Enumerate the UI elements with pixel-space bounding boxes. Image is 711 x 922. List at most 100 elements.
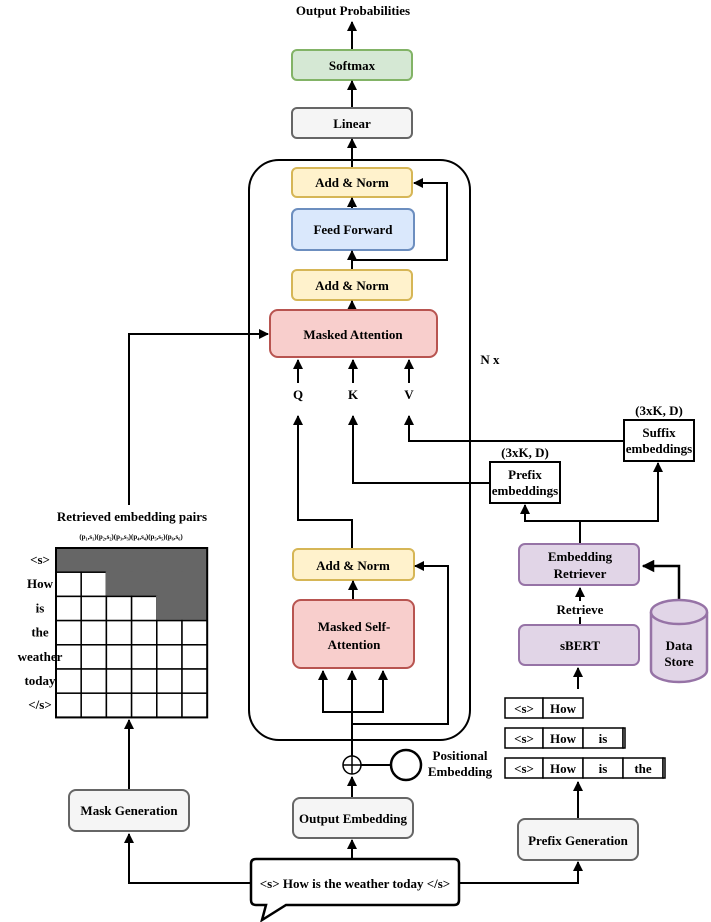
mask-cell-open [156,692,183,719]
mask-cell-open [55,692,82,719]
mask-cell-masked [130,547,158,573]
mask-cell-open [130,644,158,670]
mask-grid [55,547,209,719]
mask-row-label: today [24,673,56,688]
prefix-generation-box [517,818,639,861]
softmax-label: Softmax [329,58,376,73]
prefix-token: is [599,761,608,776]
data-store-label-2: Store [664,654,694,669]
k-label: K [348,387,359,402]
mask-row-label: How [27,576,54,591]
embedding-retriever-label-1: Embedding [548,549,613,564]
retrieved-pairs-title: Retrieved embedding pairs [57,509,207,524]
linear-label: Linear [333,116,371,131]
suffix-embeddings-box [623,419,695,462]
prefix-token-cell [662,757,666,779]
prefix-token: the [634,761,652,776]
prefix-token: is [599,731,608,746]
mask-cell-open [105,692,133,719]
mask-cell-open [156,668,183,694]
mask-cell-masked [181,547,208,573]
mask-cell-open [80,619,108,646]
mask-cell-open [130,595,158,622]
mask-cell-open [130,668,158,694]
mask-cell-open [55,571,82,598]
prefix-token-cell [542,697,584,719]
self-attn-split-left [318,670,353,727]
mask-cell-open [55,619,82,646]
prefix-token-cell [622,727,626,749]
prefix-embeddings-box [489,461,561,504]
mask-row-label: weather [18,649,63,664]
embedding-retriever-box [518,543,640,586]
mask-cell-open [156,644,183,670]
decoder-block [248,159,471,741]
mask-cell-open [130,692,158,719]
mask-cell-masked [55,547,82,573]
positional-embedding-label-1: Positional [433,748,488,763]
mask-cell-open [181,619,208,646]
arrow-datastore-to-retriever [641,559,681,600]
mask-cell-open [80,668,108,694]
arrow-retriever-to-prefix [520,504,580,522]
arrow-query-to-prefix-gen [459,861,583,884]
mask-generation-box [68,789,190,832]
masked-self-attention-box [292,599,415,669]
mask-cell-masked [105,571,133,598]
pair-labels: (p₁,s₁)(p₂,s₂)(p₃,s₃)(p₄,s₄)(p₅,s₅)(p₆,s… [79,533,183,541]
mask-cell-open [80,692,108,719]
output-probabilities-label: Output Probabilities [296,3,410,18]
prefix-token: <s> [514,761,534,776]
masked-self-attention-label-2: Attention [328,637,381,652]
suffix-shape-label: (3xK, D) [635,403,683,418]
mask-cell-open [80,644,108,670]
add-norm-mid-label: Add & Norm [315,278,389,293]
mask-cell-open [80,571,108,598]
add-norm-bottom-label: Add & Norm [316,558,390,573]
mask-cell-masked [105,547,133,573]
suffix-embeddings-label-1: Suffix [642,425,676,440]
mask-cell-open [181,692,208,719]
prefix-token: <s> [514,731,534,746]
prefix-token: How [550,761,577,776]
query-bubble [249,857,461,922]
prefix-token: <s> [514,701,534,716]
mask-cell-open [55,668,82,694]
embedding-retriever-label-2: Retriever [554,566,607,581]
prefix-generation-label: Prefix Generation [528,833,629,848]
data-store-top [649,598,709,626]
v-path [404,415,624,442]
repeat-label: N x [480,352,500,367]
residual-self-attn [352,561,449,725]
mask-cell-open [80,595,108,622]
mask-cell-open [156,619,183,646]
mask-row-label: </s> [28,697,52,712]
suffix-embeddings-label-2: embeddings [626,441,692,456]
mask-cell-masked [156,571,183,598]
mask-cell-open [105,595,133,622]
prefix-token: How [550,731,577,746]
masked-attention-box [269,309,438,358]
add-norm-top-label: Add & Norm [315,175,389,190]
retrieve-label-bg [553,601,607,617]
arrow-mask-to-attention [128,329,269,505]
sbert-box [518,624,640,666]
mask-row-label: is [36,600,45,615]
mask-cell-open [105,668,133,694]
positional-embedding-label-2: Embedding [428,764,493,779]
prefix-rows: <s> How <s> How is <s> How is the [504,697,666,779]
q-path [293,415,353,549]
prefix-shape-label: (3xK, D) [501,445,549,460]
prefix-embeddings-label-2: embeddings [492,483,558,498]
self-attn-split-right [352,670,388,713]
q-label: Q [293,387,303,402]
mask-cell-open [55,595,82,622]
mask-cell-open [105,619,133,646]
mask-generation-label: Mask Generation [80,803,178,818]
feed-forward-label: Feed Forward [313,222,393,237]
retrieve-label: Retrieve [557,602,604,617]
prefix-token: How [550,701,577,716]
k-path [348,415,490,484]
